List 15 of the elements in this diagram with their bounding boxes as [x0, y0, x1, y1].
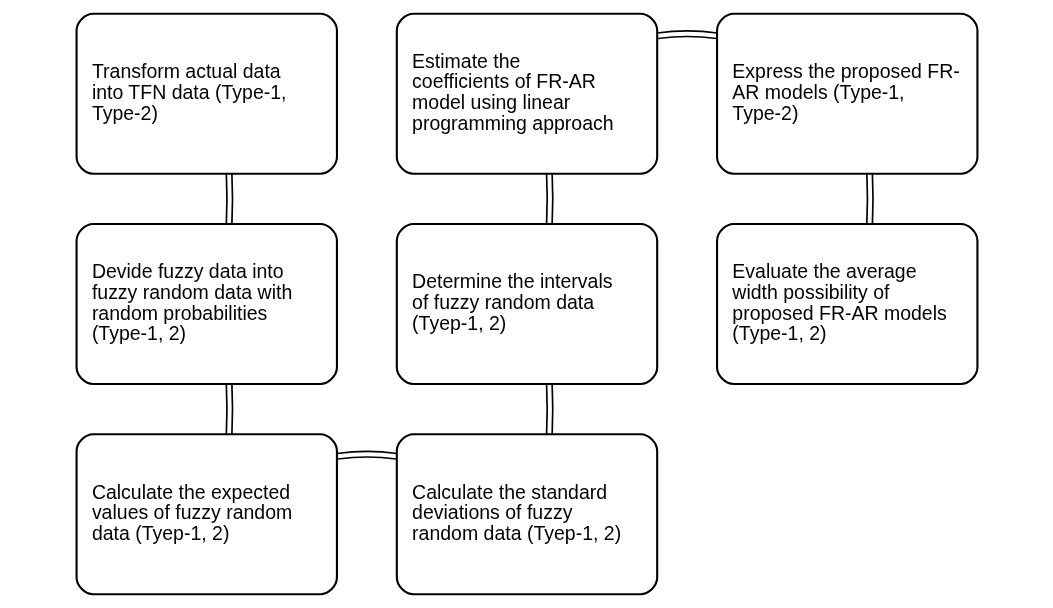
node-box: Express the proposed FR-AR models (Type-1, Type-2) — [715, 12, 978, 175]
node-box: Estimate the coefficients of FR-AR model using linear programming approach — [395, 12, 658, 175]
node-box: Devide fuzzy data into fuzzy random data with random probabilities (Type-1, 2) — [75, 222, 338, 386]
node-box: Calculate the standard deviations of fuzzy random data (Tyep-1, 2) — [395, 433, 658, 596]
node-box: Determine the intervals of fuzzy random data (Tyep-1, 2) — [395, 222, 658, 386]
connector — [225, 383, 233, 436]
node-box: Evaluate the average width possibility of proposed FR-AR models (Type-1, 2) — [715, 222, 978, 386]
connector — [225, 173, 233, 225]
node-box: Calculate the expected values of fuzzy random data (Tyep-1, 2) — [75, 433, 338, 596]
node-box: Transform actual data into TFN data (Type-1, Type-2) — [75, 12, 338, 175]
connector — [545, 383, 554, 436]
connector — [656, 30, 718, 40]
connector — [545, 173, 554, 225]
connector — [865, 173, 874, 225]
connector — [335, 450, 398, 460]
